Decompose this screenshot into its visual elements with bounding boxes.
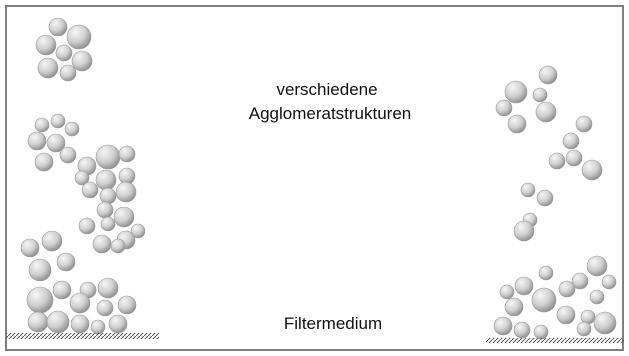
title-line-1: verschiedene: [276, 80, 377, 99]
particle-sphere-icon: [548, 152, 566, 170]
particle-sphere-icon: [37, 57, 59, 79]
particle-sphere-icon: [41, 230, 63, 252]
particle-sphere-icon: [514, 276, 534, 296]
particle-sphere-icon: [601, 274, 617, 290]
particle-sphere-icon: [96, 201, 114, 219]
particle-sphere-icon: [56, 252, 76, 272]
particle-sphere-icon: [576, 321, 592, 337]
particle-sphere-icon: [495, 99, 513, 117]
particle-sphere-icon: [130, 223, 146, 239]
particle-sphere-icon: [20, 238, 40, 258]
particle-sphere-icon: [571, 272, 589, 290]
particle-sphere-icon: [55, 44, 73, 62]
particle-sphere-icon: [46, 133, 66, 153]
particle-sphere-icon: [589, 289, 605, 305]
particle-sphere-icon: [74, 170, 90, 186]
particle-sphere-icon: [59, 146, 77, 164]
particle-sphere-icon: [513, 321, 531, 339]
particle-sphere-icon: [115, 181, 137, 203]
particle-sphere-icon: [556, 305, 576, 325]
particle-sphere-icon: [34, 152, 54, 172]
particle-sphere-icon: [28, 258, 52, 282]
particle-sphere-icon: [100, 216, 116, 232]
particle-sphere-icon: [26, 286, 54, 314]
particle-sphere-icon: [69, 292, 91, 314]
particle-sphere-icon: [117, 295, 137, 315]
particle-sphere-icon: [507, 114, 527, 134]
particle-sphere-icon: [558, 280, 576, 298]
particle-sphere-icon: [27, 131, 47, 151]
particle-sphere-icon: [493, 316, 513, 336]
particle-sphere-icon: [66, 24, 92, 50]
particle-sphere-icon: [46, 310, 70, 334]
particle-sphere-icon: [532, 87, 548, 103]
particle-sphere-icon: [520, 182, 536, 198]
particle-sphere-icon: [581, 159, 603, 181]
particle-sphere-icon: [95, 144, 121, 170]
particle-sphere-icon: [71, 50, 93, 72]
particle-sphere-icon: [92, 234, 112, 254]
particle-sphere-icon: [78, 217, 96, 235]
particle-sphere-icon: [95, 169, 117, 191]
particle-sphere-icon: [531, 287, 557, 313]
particle-sphere-icon: [97, 277, 119, 299]
particle-sphere-icon: [536, 189, 554, 207]
particle-sphere-icon: [538, 65, 558, 85]
filter-medium-left: [6, 333, 159, 339]
particle-sphere-icon: [118, 167, 136, 185]
particle-sphere-icon: [52, 280, 72, 300]
particle-sphere-icon: [96, 299, 114, 317]
particle-sphere-icon: [499, 284, 515, 300]
particle-sphere-icon: [64, 121, 80, 137]
particle-sphere-icon: [48, 17, 68, 37]
particle-sphere-icon: [533, 324, 549, 340]
particle-sphere-icon: [108, 314, 128, 334]
particle-sphere-icon: [27, 311, 49, 333]
particle-sphere-icon: [586, 255, 608, 277]
particle-sphere-icon: [35, 34, 57, 56]
particle-sphere-icon: [81, 181, 99, 199]
particle-sphere-icon: [70, 314, 90, 334]
particle-sphere-icon: [575, 115, 593, 133]
particle-sphere-icon: [34, 117, 50, 133]
particle-sphere-icon: [565, 149, 583, 167]
particle-sphere-icon: [50, 113, 66, 129]
particle-sphere-icon: [113, 206, 135, 228]
title-line-2: Agglomeratstrukturen: [249, 104, 412, 123]
particle-sphere-icon: [562, 132, 580, 150]
particle-sphere-icon: [99, 187, 117, 205]
particle-sphere-icon: [513, 220, 535, 242]
particle-sphere-icon: [504, 80, 528, 104]
particle-sphere-icon: [59, 64, 77, 82]
filter-medium-label: Filtermedium: [284, 314, 382, 333]
particle-sphere-icon: [90, 319, 106, 335]
particle-sphere-icon: [538, 265, 554, 281]
particle-sphere-icon: [118, 145, 136, 163]
particle-sphere-icon: [110, 238, 126, 254]
particle-sphere-icon: [535, 101, 557, 123]
particle-sphere-icon: [504, 297, 524, 317]
filter-medium-right: [486, 338, 624, 343]
agglomerate-particles: [20, 17, 617, 340]
particle-sphere-icon: [593, 311, 617, 335]
